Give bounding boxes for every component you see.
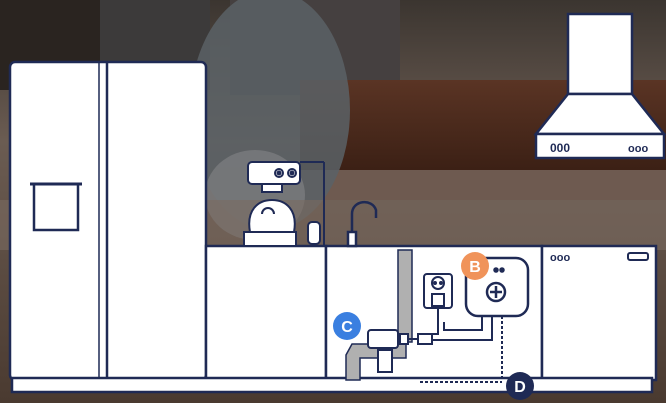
dishwasher-display: ooo [550,252,570,264]
marker-c-label: C [341,319,353,336]
base-cabinets [206,246,656,380]
plinth [12,378,652,392]
dishwasher-handle [628,253,648,260]
marker-d-label: D [514,379,526,396]
wall-socket [424,274,452,308]
hood-display-left: 000 [550,141,570,155]
marker-b-label: B [469,259,481,276]
hood-display-right: ooo [628,143,648,155]
refrigerator [10,62,206,380]
